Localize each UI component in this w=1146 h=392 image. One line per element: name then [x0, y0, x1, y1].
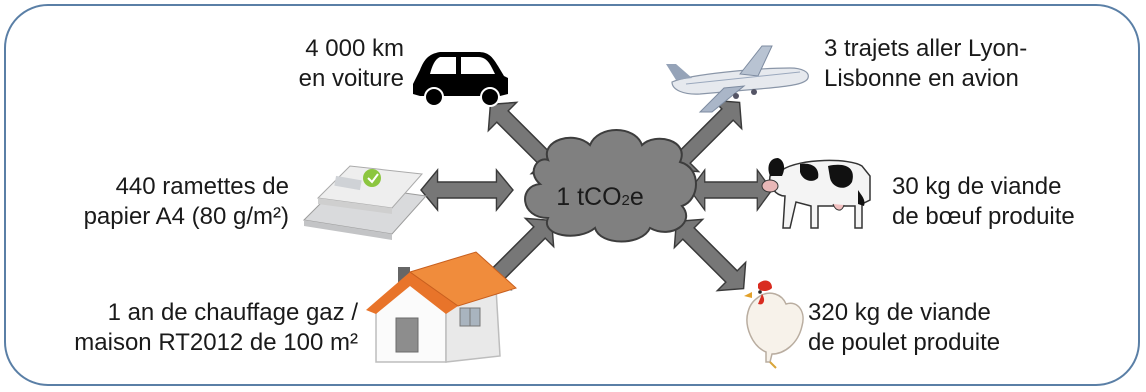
plane-label: 3 trajets aller Lyon- Lisbonne en avion	[824, 34, 1027, 94]
paper-label-line1: 440 ramettes de	[115, 173, 289, 200]
car-icon	[413, 52, 508, 107]
cow-label: 30 kg de viande de bœuf produite	[892, 172, 1075, 232]
chicken-icon	[744, 280, 804, 369]
car-label-line1: 4 000 km	[305, 35, 404, 62]
chicken-label-line2: de poulet produite	[808, 329, 1001, 356]
cow-label-line1: 30 kg de viande	[892, 173, 1062, 200]
plane-label-line1: 3 trajets aller Lyon-	[824, 35, 1028, 62]
car-label: 4 000 km en voiture	[299, 34, 404, 94]
paper-ream-icon	[302, 165, 427, 240]
co2-equivalent-label: 1 tCO2e	[520, 182, 680, 216]
co2-suffix: e	[629, 183, 644, 211]
airplane-icon	[666, 45, 809, 113]
plane-label-line2: Lisbonne en avion	[824, 65, 1019, 92]
cow-label-line2: de bœuf produite	[892, 203, 1075, 230]
paper-label: 440 ramettes de papier A4 (80 g/m²)	[84, 172, 289, 232]
co2-subscript: 2	[621, 192, 630, 209]
house-label-line2: maison RT2012 de 100 m²	[74, 329, 358, 356]
arrow-cow	[689, 169, 773, 211]
cloud-shape	[524, 129, 697, 243]
house-label: 1 an de chauffage gaz / maison RT2012 de…	[74, 298, 358, 358]
co2-prefix: 1 tCO	[556, 183, 622, 211]
arrow-paper	[420, 169, 514, 211]
car-label-line2: en voiture	[298, 65, 404, 92]
chicken-label-line1: 320 kg de viande	[808, 299, 991, 326]
paper-label-line2: papier A4 (80 g/m²)	[83, 203, 289, 230]
cow-icon	[761, 158, 871, 229]
house-label-line1: 1 an de chauffage gaz /	[107, 299, 358, 326]
chicken-label: 320 kg de viande de poulet produite	[808, 298, 1000, 358]
house-icon	[366, 251, 517, 363]
